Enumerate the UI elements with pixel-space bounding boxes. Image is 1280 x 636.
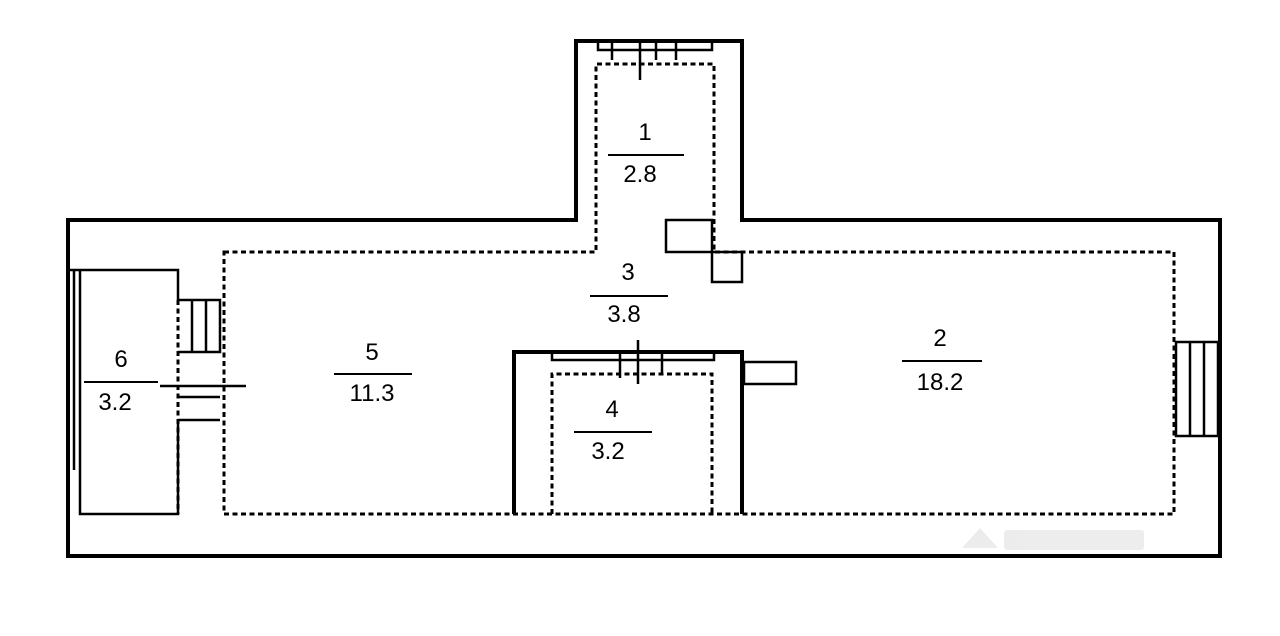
room-number: 3: [621, 259, 634, 286]
room-label-6: 6 3.2: [84, 346, 158, 416]
room-label-4: 4 3.2: [574, 396, 652, 465]
core-window: [550, 340, 716, 384]
left-bay-wall: [68, 268, 180, 516]
watermark-logo: [962, 528, 1144, 550]
room-area: 18.2: [917, 369, 964, 396]
room-area: 11.3: [350, 380, 395, 407]
room-number: 6: [114, 346, 127, 373]
zone-room-4: [550, 372, 714, 514]
inner-core-wall: [512, 350, 744, 514]
top-window: [596, 41, 714, 80]
room-number: 4: [605, 396, 618, 423]
right-window: [1174, 340, 1220, 438]
wall-stub-lower: [710, 250, 744, 284]
outer-wall: [66, 39, 1222, 558]
room-area: 2.8: [623, 161, 656, 188]
room-label-2: 2 18.2: [902, 325, 982, 396]
core-stub: [742, 360, 798, 386]
room-area: 3.8: [607, 301, 640, 328]
room-area: 3.2: [98, 389, 131, 416]
room-label-3: 3 3.8: [590, 259, 668, 328]
zone-main: [222, 62, 1176, 516]
left-stair: [178, 298, 222, 422]
room-label-5: 5 11.3: [334, 339, 412, 407]
room-number: 5: [365, 339, 378, 366]
room-number: 2: [933, 325, 946, 352]
right-window-lines: [1188, 342, 1206, 436]
wall-stub-upper: [664, 218, 714, 254]
room-number: 1: [638, 119, 651, 146]
room-label-1: 1 2.8: [608, 119, 684, 188]
room-area: 3.2: [591, 438, 624, 465]
